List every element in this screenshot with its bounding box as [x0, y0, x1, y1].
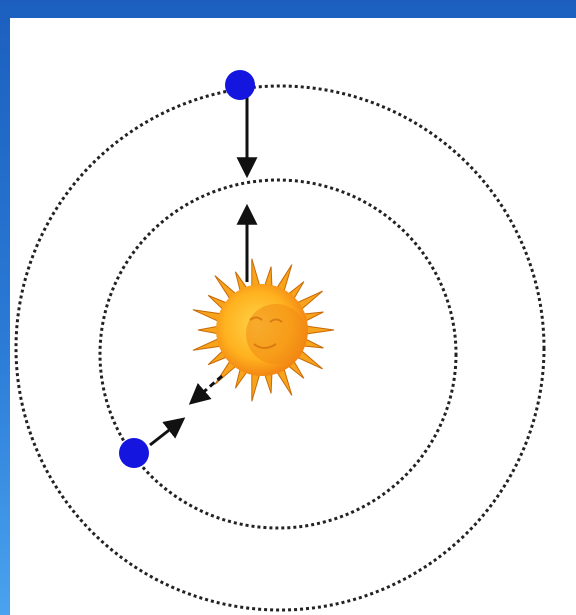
- arrow-sun-to-planet: [192, 376, 222, 402]
- arrow-planet-to-sun: [150, 420, 182, 445]
- planet-inner-left: [119, 438, 149, 468]
- sun-icon: [193, 259, 334, 402]
- planet-outer-top: [225, 70, 255, 100]
